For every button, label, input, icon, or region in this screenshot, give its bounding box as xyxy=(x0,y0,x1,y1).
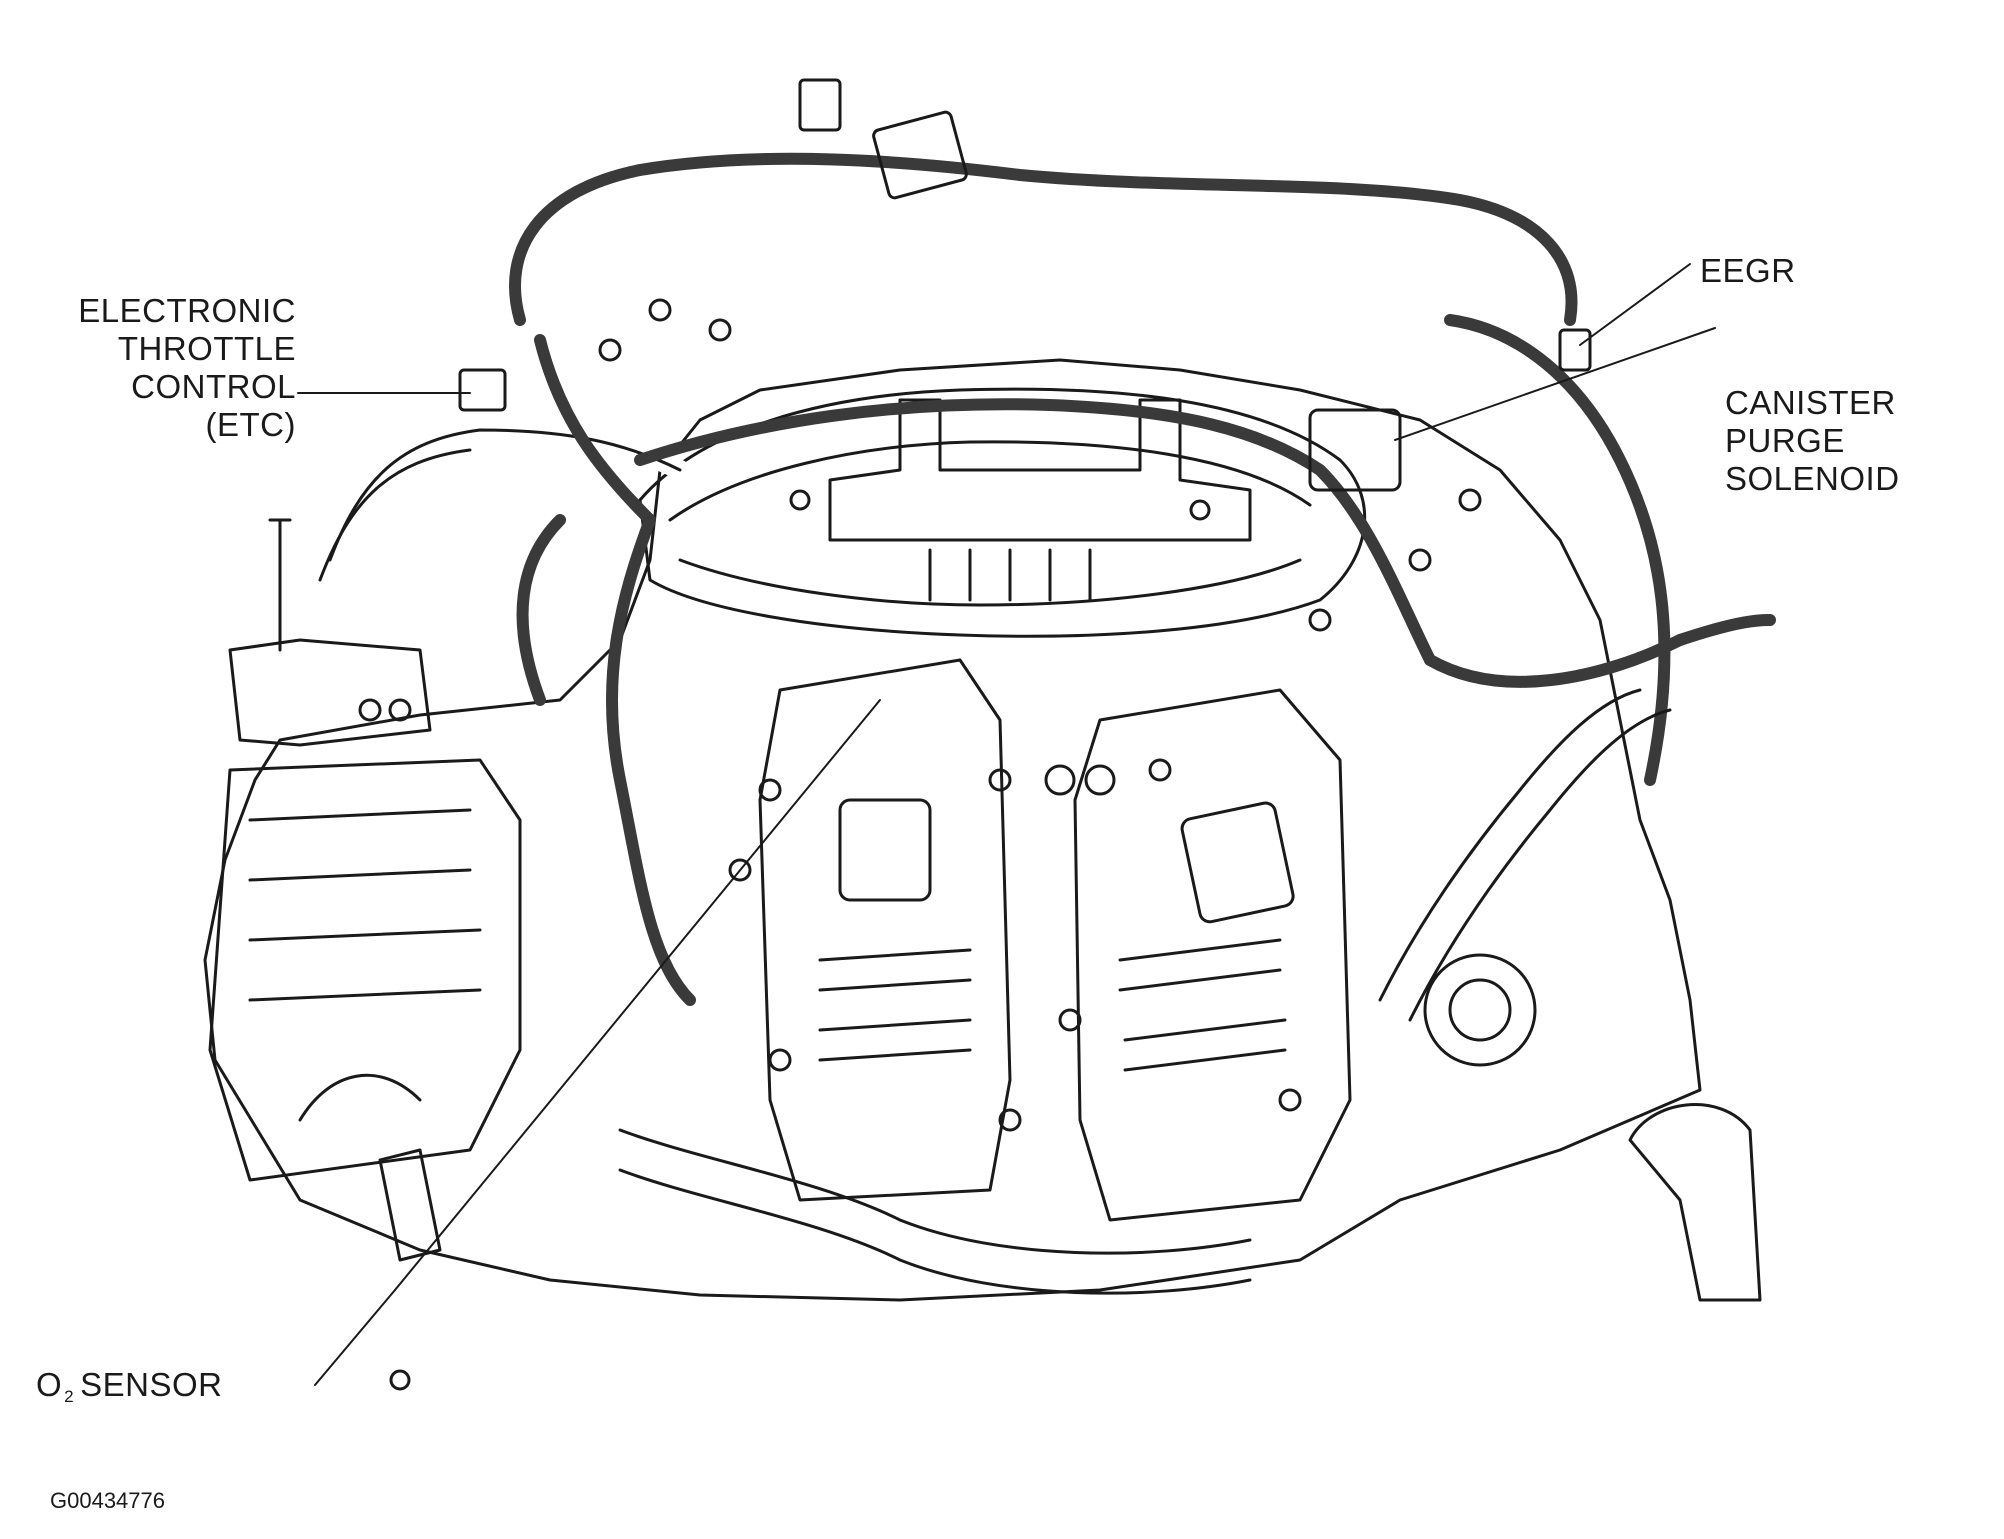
connector-top-1 xyxy=(798,78,842,132)
label-eegr: EEGR xyxy=(1700,252,1796,290)
connector-top-2 xyxy=(872,110,968,200)
etc-connector xyxy=(458,368,507,412)
eegr-valve xyxy=(1558,328,1592,372)
label-o2-subscript: 2 xyxy=(64,1387,75,1406)
heat-shield-left xyxy=(758,658,1012,1202)
lower-hose xyxy=(618,1128,1252,1255)
label-etc-line-4: (ETC) xyxy=(205,406,296,443)
canister-purge-solenoid xyxy=(1308,408,1402,492)
label-o2-main: O xyxy=(36,1366,63,1403)
leader-canister xyxy=(1394,327,1716,441)
label-canister-line-3: SOLENOID xyxy=(1725,460,1900,497)
engine-block-outline xyxy=(203,358,1702,1302)
manifold-bracket xyxy=(828,398,1252,542)
label-etc-line-3: CONTROL xyxy=(131,368,296,405)
leader-eegr xyxy=(1579,263,1691,346)
wiring-harness-main xyxy=(509,152,1578,326)
hot-warning-right xyxy=(1180,801,1295,924)
label-electronic-throttle-control: ELECTRONIC THROTTLE CONTROL (ETC) xyxy=(36,292,296,444)
mount-bracket xyxy=(228,638,432,747)
leader-o2-upper xyxy=(394,699,881,1291)
label-etc-line-2: THROTTLE xyxy=(117,330,296,367)
exhaust-pipe-right xyxy=(1378,688,1642,1002)
heat-shield-right xyxy=(1073,688,1352,1222)
label-canister-line-2: PURGE xyxy=(1725,422,1845,459)
pipe-flange xyxy=(1423,953,1537,1067)
label-eegr-text: EEGR xyxy=(1700,252,1796,289)
label-canister-purge-solenoid: CANISTER PURGE SOLENOID xyxy=(1725,384,1900,498)
hot-warning-left xyxy=(838,798,932,902)
engine-mount-right xyxy=(1628,1103,1762,1302)
throttle-body xyxy=(208,758,522,1182)
figure-code: G00434776 xyxy=(50,1488,165,1513)
o2-sensor-body xyxy=(378,1148,442,1262)
leader-o2 xyxy=(314,1289,396,1386)
label-etc-line-1: ELECTRONIC xyxy=(78,292,296,329)
label-o2-rest: SENSOR xyxy=(80,1366,223,1403)
label-canister-line-1: CANISTER xyxy=(1725,384,1896,421)
